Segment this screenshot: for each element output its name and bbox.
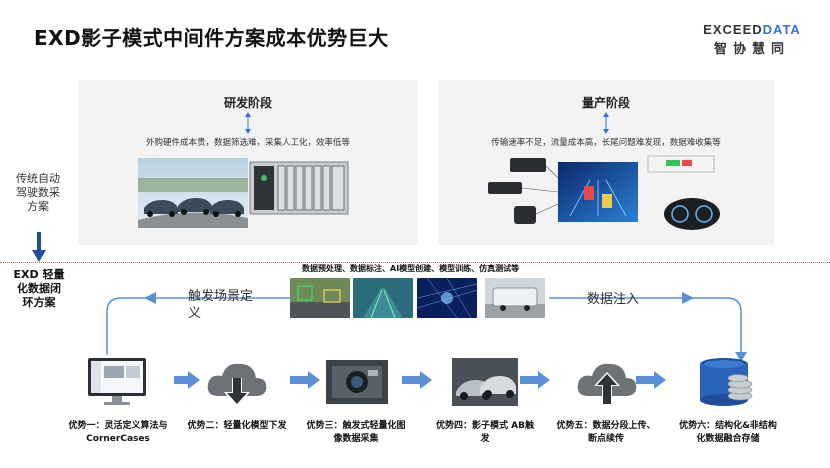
stage-rd-title: 研发阶段 xyxy=(223,96,272,110)
double-arrow-icon xyxy=(245,112,251,134)
stage-mass-panel: 量产阶段 传输速率不足，流量成本高，长尾问题难发现，数据难收集等 xyxy=(438,80,774,245)
camera-icon xyxy=(326,360,388,404)
monitor-icon xyxy=(88,358,146,405)
cars-icon xyxy=(452,358,518,406)
section-divider xyxy=(0,262,830,263)
preprocess-thumbnail xyxy=(290,278,350,318)
double-arrow-icon xyxy=(603,112,609,134)
vehicle-sensors-image xyxy=(488,155,720,230)
stage-mass-desc: 传输速率不足，流量成本高，长尾问题难发现，数据难收集等 xyxy=(491,138,721,148)
advantage-5-label: 优势五：数据分段上传、断点续传 xyxy=(556,421,656,444)
advantage-1-label: 优势一：灵活定义算法与CornerCases xyxy=(68,421,168,444)
stage-rd-panel: 研发阶段 外购硬件成本贵，数据筛选难，采集人工化，效率低等 xyxy=(78,80,418,245)
advantage-6-label: 优势六：结构化&非结构化数据融合存储 xyxy=(679,421,777,444)
hardware-rack-image xyxy=(249,161,349,215)
data-inject-label: 数据注入 xyxy=(587,292,640,307)
trigger-scene-label: 触发场景定义 xyxy=(188,289,254,321)
logo-english: EXCEEDDATA xyxy=(703,22,801,37)
database-icon xyxy=(700,358,753,406)
simulation-thumbnail xyxy=(485,278,545,318)
company-logo: EXCEEDDATA 智协慧同 xyxy=(702,22,802,57)
advantage-4-label: 优势四：影子模式 AB触发 xyxy=(436,421,534,444)
advantage-2-label: 优势二：轻量化模型下发 xyxy=(187,421,287,431)
down-arrow-icon xyxy=(32,232,46,262)
ai-model-thumbnail xyxy=(417,278,477,318)
stage-mass-title: 量产阶段 xyxy=(581,96,630,110)
advantage-3-label: 优势三：触发式轻量化图像数据采集 xyxy=(306,421,406,444)
traditional-solution-label: 传统自动驾驶数采方案 xyxy=(16,172,60,213)
annotation-thumbnail xyxy=(353,278,413,318)
pipeline-caption: 数据预处理、数据标注、AI模型创建、模型训练、仿真测试等 xyxy=(302,264,520,273)
test-fleet-image xyxy=(138,158,248,228)
exd-solution-label: EXD 轻量化数据闭环方案 xyxy=(13,268,65,309)
logo-chinese: 智协慧同 xyxy=(713,42,790,57)
cloud-upload-icon xyxy=(577,363,637,406)
stage-rd-desc: 外购硬件成本贵，数据筛选难，采集人工化，效率低等 xyxy=(145,138,350,148)
page-title: EXD影子模式中间件方案成本优势巨大 xyxy=(34,26,389,50)
cloud-download-icon xyxy=(207,363,267,406)
